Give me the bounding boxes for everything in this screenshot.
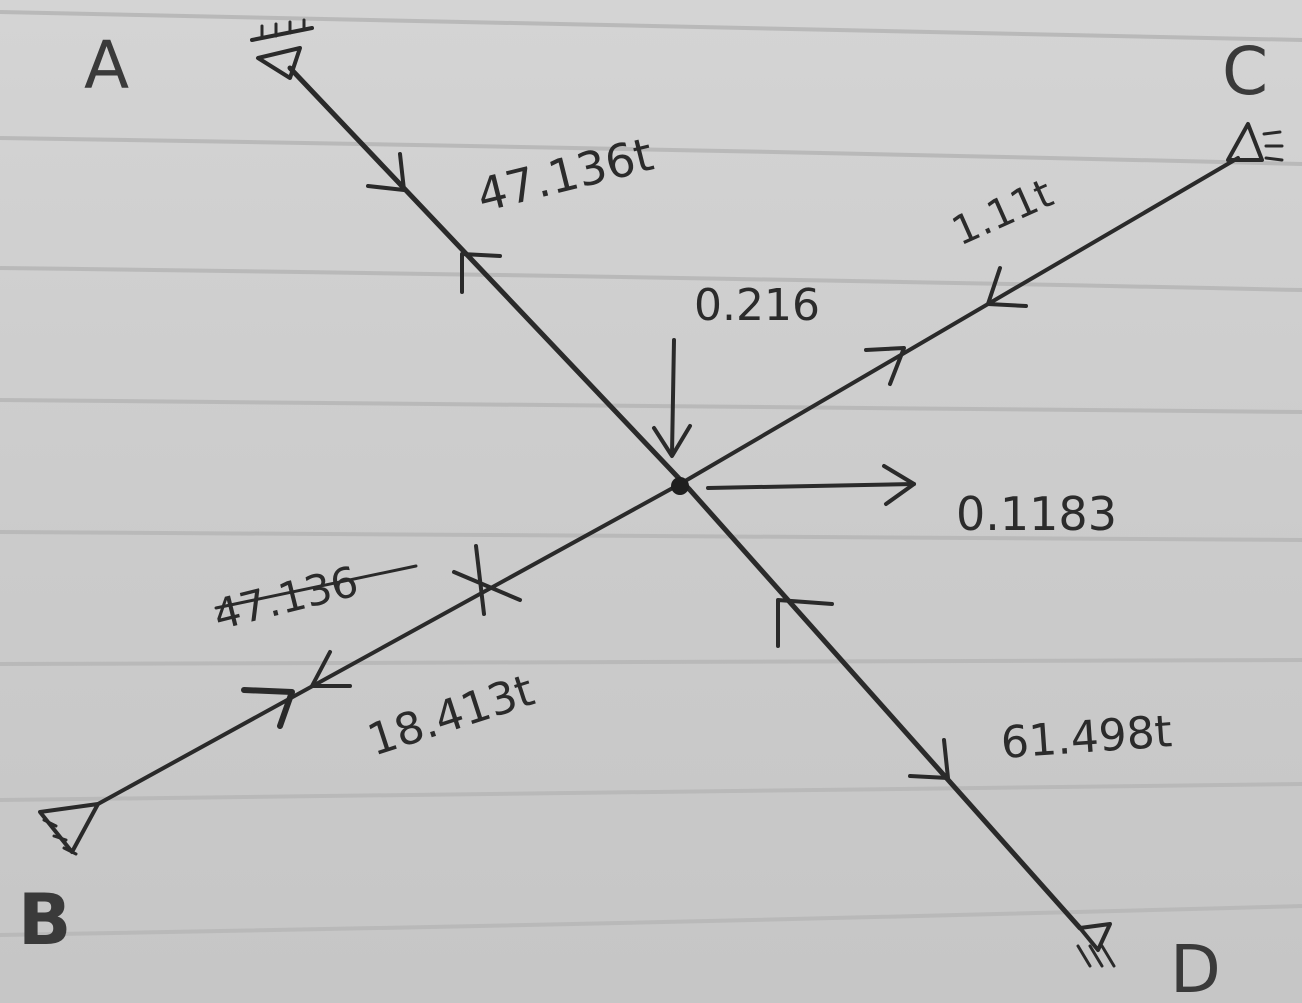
support-c-icon [1226,122,1284,162]
member-a-d [287,65,1083,931]
svg-text:47.136: 47.136 [209,557,363,640]
rule-lines [0,10,1302,937]
label-left-lower: 18.413t [362,665,541,766]
node-label-d: D [1170,931,1221,1003]
arrow-ad-upper-up [460,252,502,294]
label-left-struck: 47.136 [209,557,418,640]
arrow-bc-upper-in [986,266,1028,308]
horizontal-load-arrow [706,464,916,506]
joint-center [671,477,689,495]
arrow-bc-lower-in [310,650,352,688]
arrow-ad-upper-down [366,152,406,192]
node-label-a: A [84,27,129,104]
label-vertical-load: 0.216 [694,280,820,331]
node-label-b: B [18,879,71,961]
arrow-ad-lower-down [908,738,950,780]
vertical-load-arrow [652,338,692,458]
label-ac-top: 47.136t [472,127,659,223]
support-a-icon [250,18,314,80]
arrow-ad-lower-up [776,598,834,648]
arrow-bc-upper-out [864,346,906,386]
member-b-c [96,156,1240,806]
label-horizontal-load: 0.1183 [956,487,1117,541]
arrow-bc-lower-cross [452,544,522,616]
label-cd-top: 1.11t [945,171,1059,256]
support-b-icon [38,802,100,856]
node-label-c: C [1222,33,1268,110]
arrow-bc-lower-out [241,687,295,729]
support-d-icon [1076,922,1116,968]
label-bottom-right: 61.498t [999,706,1173,769]
